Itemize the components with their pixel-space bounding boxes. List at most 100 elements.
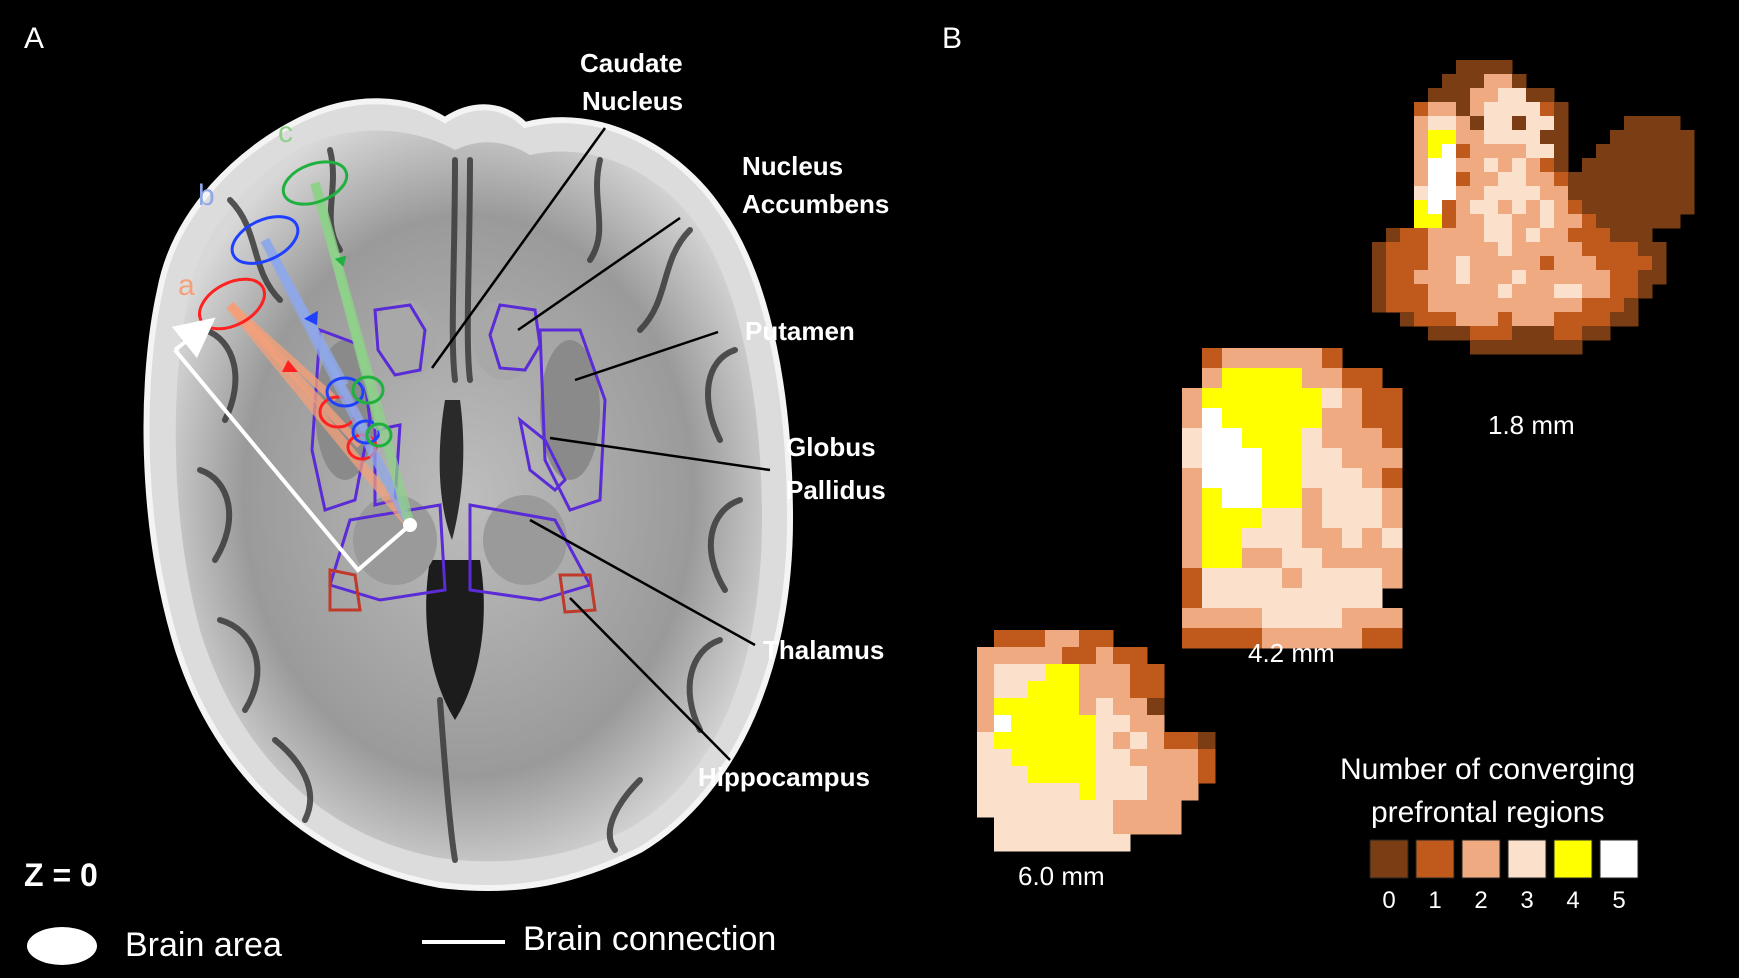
map-voxel <box>1322 588 1343 609</box>
map-voxel <box>1222 508 1243 529</box>
map-voxel <box>1498 74 1513 89</box>
map-voxel <box>1596 242 1611 257</box>
map-voxel <box>1386 298 1401 313</box>
map-voxel <box>1610 298 1625 313</box>
map-voxel <box>1512 144 1527 159</box>
map-voxel <box>1181 783 1199 801</box>
colorbar: Number of converging prefrontal regions … <box>1340 753 1639 914</box>
label-pallidus-line2: Pallidus <box>786 475 886 505</box>
map-voxel <box>1666 214 1681 229</box>
map-voxel <box>1526 298 1541 313</box>
map-voxel <box>1079 630 1097 648</box>
map-voxel <box>1652 172 1667 187</box>
map-voxel <box>1182 408 1203 429</box>
map-voxel <box>1202 408 1223 429</box>
map-voxel <box>1372 242 1387 257</box>
colorbar-swatch-2 <box>1461 839 1501 879</box>
map-voxel <box>1512 242 1527 257</box>
map-voxel <box>1242 508 1263 529</box>
map-voxel <box>1512 200 1527 215</box>
map-voxel <box>1442 172 1457 187</box>
map-voxel <box>1624 270 1639 285</box>
right-hippocampus-outline <box>558 573 597 614</box>
map-voxel <box>1470 102 1485 117</box>
map-voxel <box>1596 172 1611 187</box>
map-voxel <box>1342 408 1363 429</box>
map-voxel <box>1666 172 1681 187</box>
map-voxel <box>1484 186 1499 201</box>
map-voxel <box>1470 312 1485 327</box>
map-voxel <box>1147 800 1165 818</box>
map-voxel <box>1322 568 1343 589</box>
map-voxel <box>1182 448 1203 469</box>
map-voxel <box>977 749 995 767</box>
map-voxel <box>1428 326 1443 341</box>
map-voxel <box>1428 102 1443 117</box>
map-voxel <box>1222 368 1243 389</box>
map-voxel <box>1456 60 1471 75</box>
map-voxel <box>1079 664 1097 682</box>
map-voxel <box>1062 647 1080 665</box>
map-voxel <box>1498 270 1513 285</box>
map-voxel <box>1222 448 1243 469</box>
map-voxel <box>1484 102 1499 117</box>
map-voxel <box>1182 528 1203 549</box>
map-voxel <box>1113 664 1131 682</box>
map-voxel <box>1282 488 1303 509</box>
map-voxel <box>1442 116 1457 131</box>
map-voxel <box>1202 568 1223 589</box>
map-voxel <box>1484 74 1499 89</box>
map-voxel <box>1182 468 1203 489</box>
map-voxel <box>1428 158 1443 173</box>
map-voxel <box>1322 448 1343 469</box>
map-voxel <box>1484 172 1499 187</box>
map-voxel <box>1382 468 1403 489</box>
map-voxel <box>1414 284 1429 299</box>
map-voxel <box>1554 116 1569 131</box>
map-voxel <box>1382 628 1403 649</box>
map-voxel <box>1442 74 1457 89</box>
map-voxel <box>1610 172 1625 187</box>
pathway-c-target-area-1 <box>351 375 385 405</box>
map-voxel <box>1382 568 1403 589</box>
label-putamen: Putamen <box>745 316 855 346</box>
map-voxel <box>1262 588 1283 609</box>
label-accumbens-line1: Nucleus <box>742 151 843 181</box>
map-voxel <box>1182 548 1203 569</box>
map-voxel <box>1382 388 1403 409</box>
map-voxel <box>1568 326 1583 341</box>
map-voxel <box>1428 172 1443 187</box>
map-voxel <box>1554 228 1569 243</box>
map-voxel <box>1372 298 1387 313</box>
map-voxel <box>1554 186 1569 201</box>
map-voxel <box>1512 340 1527 355</box>
map-voxel <box>1011 732 1029 750</box>
map-voxel <box>977 732 995 750</box>
map-voxel <box>1456 74 1471 89</box>
map-voxel <box>1456 312 1471 327</box>
map-voxel <box>1428 186 1443 201</box>
map-voxel <box>1282 568 1303 589</box>
map-voxel <box>1262 548 1283 569</box>
map-voxel <box>1512 284 1527 299</box>
map-voxel <box>1181 766 1199 784</box>
map-voxel <box>1610 144 1625 159</box>
map-voxel <box>1198 766 1216 784</box>
map-voxel <box>1164 749 1182 767</box>
map-voxel <box>1512 102 1527 117</box>
map-voxel <box>1428 200 1443 215</box>
label-caudate-line1: Caudate <box>580 48 683 78</box>
map-voxel <box>1526 326 1541 341</box>
map-voxel <box>1342 448 1363 469</box>
map-voxel <box>1442 144 1457 159</box>
map-voxel <box>1182 588 1203 609</box>
map-voxel <box>1222 428 1243 449</box>
map-voxel <box>1442 256 1457 271</box>
map-voxel <box>1540 298 1555 313</box>
legend-connection-text: Brain connection <box>523 920 776 958</box>
map-voxel <box>1302 368 1323 389</box>
map-voxel <box>1011 783 1029 801</box>
map-voxel <box>1382 448 1403 469</box>
map-voxel <box>1568 186 1583 201</box>
pathway-c-letter: c <box>278 116 293 149</box>
